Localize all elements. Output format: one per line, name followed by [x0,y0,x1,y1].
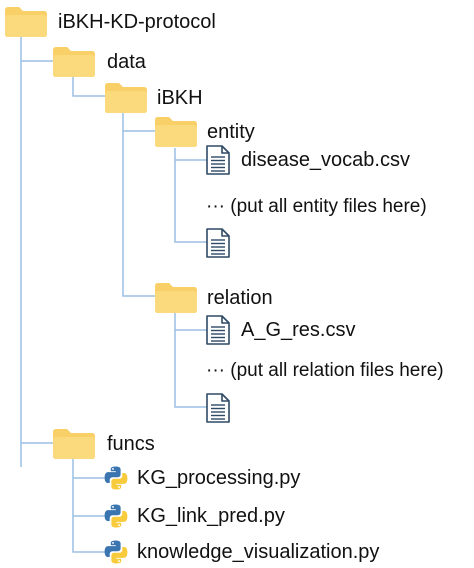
document-icon [205,315,231,345]
folder-icon [52,428,96,460]
file-label-kg-processing: KG_processing.py [137,467,301,489]
file-label-kg-link-pred: KG_link_pred.py [137,505,285,527]
note-text-entity: ··· (put all entity files here) [206,196,427,217]
folder-icon [154,282,198,314]
tree-connector [122,112,158,297]
folder-label-data: data [107,51,146,73]
tree-connector [72,74,108,97]
file-row-knowledge-visualization[interactable]: knowledge_visualization.py [103,539,379,565]
python-icon [103,503,129,529]
folder-icon [52,46,96,78]
entity-placeholder-note: ··· (put all entity files here) [206,195,427,219]
file-label-a-g-res: A_G_res.csv [241,319,356,341]
document-icon [205,145,231,175]
tree-connector [174,312,209,408]
file-row-relation-placeholder[interactable] [205,393,231,423]
folder-label-ibkh: iBKH [157,87,203,109]
folder-row-ibkh-kd-protocol[interactable]: iBKH-KD-protocol [4,6,216,38]
python-icon [103,465,129,491]
tree-connector [174,148,209,243]
file-label-disease-vocab: disease_vocab.csv [241,149,410,171]
folder-label-root: iBKH-KD-protocol [58,11,216,33]
folder-row-funcs[interactable]: funcs [52,428,155,460]
file-row-a-g-res[interactable]: A_G_res.csv [205,315,355,345]
folder-row-relation[interactable]: relation [154,282,273,314]
tree-connector [72,458,107,553]
file-row-kg-link-pred[interactable]: KG_link_pred.py [103,503,285,529]
folder-icon [4,6,48,38]
file-label-knowledge-visualization: knowledge_visualization.py [137,541,380,563]
file-row-disease-vocab[interactable]: disease_vocab.csv [205,145,410,175]
note-text-relation: ··· (put all relation files here) [206,360,444,381]
document-icon [205,393,231,423]
relation-placeholder-note: ··· (put all relation files here) [206,359,444,383]
folder-icon [104,82,148,114]
python-icon [103,539,129,565]
folder-label-relation: relation [207,287,273,309]
folder-row-entity[interactable]: entity [154,116,255,148]
file-row-kg-processing[interactable]: KG_processing.py [103,465,300,491]
folder-row-data[interactable]: data [52,46,146,78]
folder-label-funcs: funcs [107,433,155,455]
document-icon [205,228,231,258]
file-row-entity-placeholder[interactable] [205,228,231,258]
folder-icon [154,116,198,148]
folder-label-entity: entity [207,121,255,143]
folder-row-ibkh[interactable]: iBKH [104,82,203,114]
